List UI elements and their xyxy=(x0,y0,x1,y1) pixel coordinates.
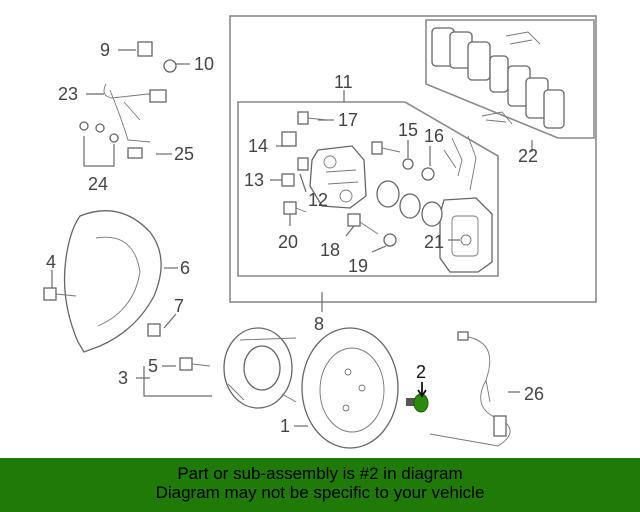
brake-hose-drawing xyxy=(103,83,163,143)
callout-7: 7 xyxy=(174,296,184,316)
brake-pads-drawing xyxy=(431,27,565,129)
callout-4: 4 xyxy=(46,252,56,272)
caliper-assembly-frame xyxy=(229,15,597,303)
part-2-highlight xyxy=(406,382,429,413)
hub-assembly-drawing xyxy=(179,327,297,409)
callout-10: 10 xyxy=(194,54,214,74)
callout-23: 23 xyxy=(58,84,78,104)
callout-19: 19 xyxy=(348,256,368,276)
callout-15: 15 xyxy=(398,120,418,140)
brake-rotor-drawing xyxy=(301,327,399,449)
parts-diagram: 9 10 23 25 24 4 6 7 5 3 1 8 11 17 14 13 … xyxy=(43,15,597,449)
callout-14: 14 xyxy=(248,136,268,156)
pad-kit-frame xyxy=(425,19,595,139)
anti-rattle-spring-drawing xyxy=(443,135,477,191)
callout-21: 21 xyxy=(424,232,444,252)
dust-shield-drawing xyxy=(63,210,162,353)
caliper-body-drawing xyxy=(309,145,367,209)
callout-1: 1 xyxy=(280,416,290,436)
caliper-bolts-drawing xyxy=(281,111,435,247)
info-banner: Part or sub-assembly is #2 in diagram Di… xyxy=(0,458,640,512)
callout-2: 2 xyxy=(416,362,426,382)
callout-22: 22 xyxy=(518,146,538,166)
hose-fittings-drawing xyxy=(79,41,177,159)
callout-16: 16 xyxy=(424,126,444,146)
banner-line-1: Part or sub-assembly is #2 in diagram xyxy=(177,464,463,483)
callout-11: 11 xyxy=(334,72,353,92)
banner-line-2: Diagram may not be specific to your vehi… xyxy=(155,483,485,502)
callout-18: 18 xyxy=(320,240,340,260)
callout-24: 24 xyxy=(88,174,108,194)
callout-12: 12 xyxy=(308,190,328,210)
wheel-speed-sensor-drawing xyxy=(429,335,511,447)
callout-13: 13 xyxy=(244,170,264,190)
caliper-inner-frame xyxy=(237,101,499,277)
callout-9: 9 xyxy=(100,40,110,60)
callout-3: 3 xyxy=(118,368,128,388)
leader-lines xyxy=(51,49,533,427)
callout-17: 17 xyxy=(338,110,358,130)
callout-6: 6 xyxy=(180,258,190,278)
piston-seal-drawing xyxy=(376,180,443,227)
callout-20: 20 xyxy=(278,232,298,252)
callout-8: 8 xyxy=(314,314,324,334)
callout-5: 5 xyxy=(148,356,158,376)
shield-bolts-drawing xyxy=(43,287,161,337)
callout-26: 26 xyxy=(524,384,544,404)
callout-25: 25 xyxy=(174,144,194,164)
caliper-bracket-drawing xyxy=(439,197,493,273)
